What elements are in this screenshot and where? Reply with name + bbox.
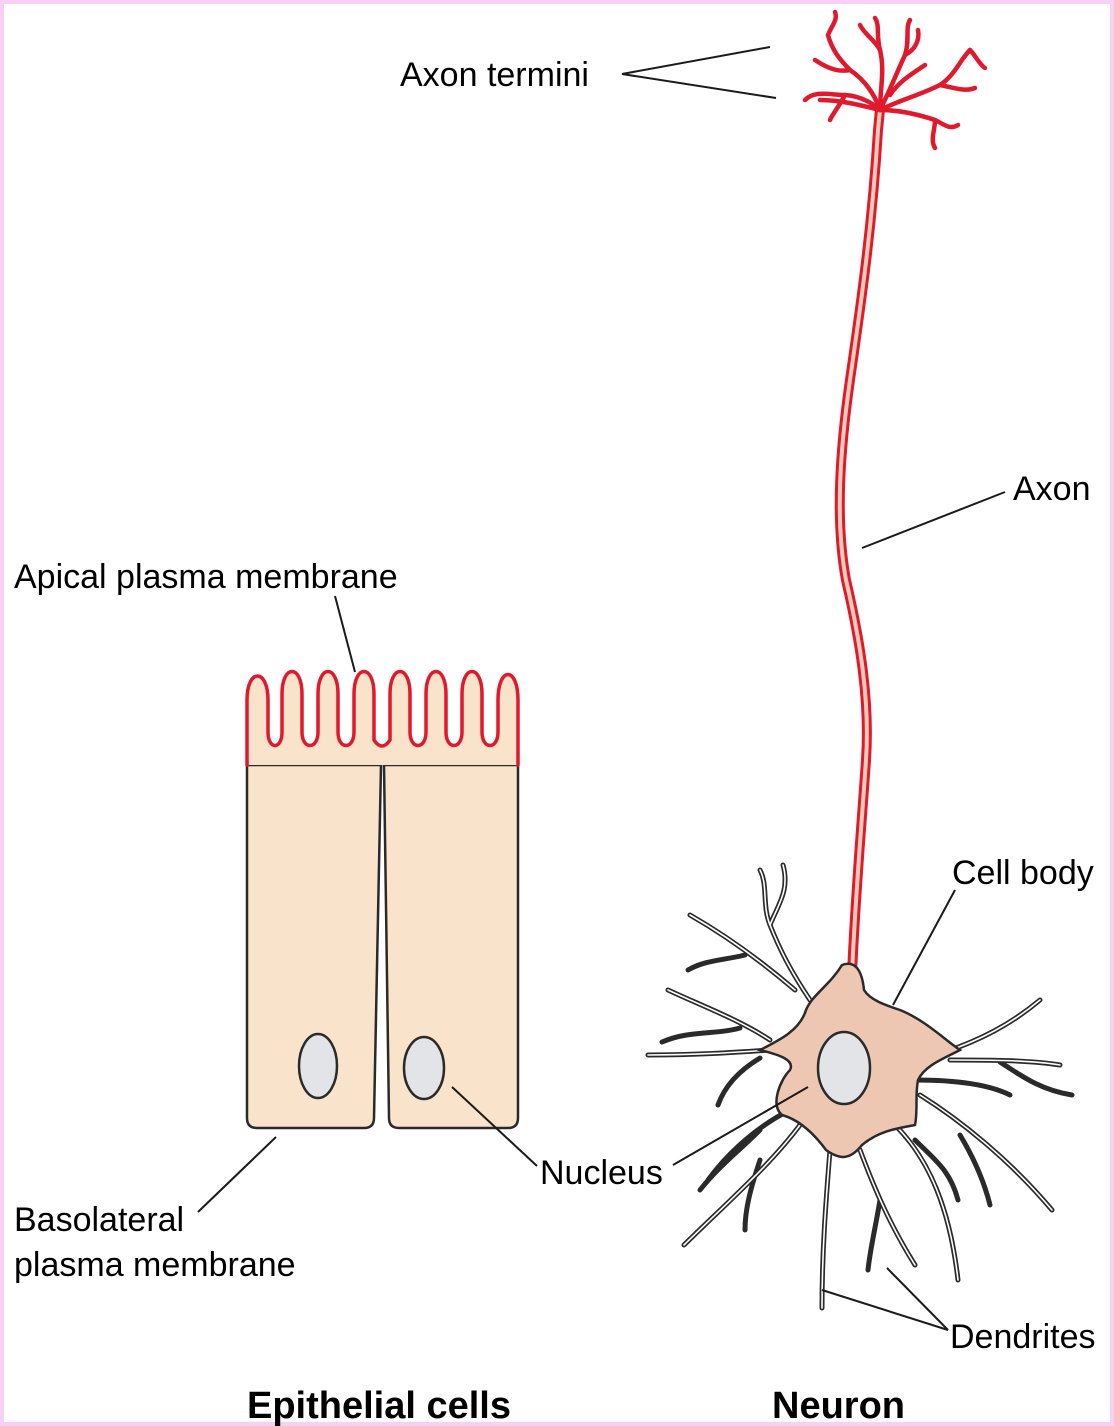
epithelial-nucleus-left — [299, 1034, 337, 1098]
apical-region-fill — [247, 672, 518, 766]
caption-epithelial-cells: Epithelial cells — [247, 1385, 511, 1426]
axon-termini — [805, 12, 985, 148]
label-dendrites: Dendrites — [950, 1318, 1096, 1356]
label-nucleus: Nucleus — [540, 1154, 663, 1192]
label-cell-body: Cell body — [952, 854, 1094, 892]
caption-neuron: Neuron — [772, 1385, 905, 1426]
neuron-nucleus — [818, 1032, 870, 1104]
epithelial-nucleus-right — [404, 1037, 444, 1099]
label-axon: Axon — [1013, 470, 1091, 508]
label-axon-termini: Axon termini — [400, 56, 589, 94]
epithelial-cells — [247, 672, 518, 1129]
label-basolateral-line2: plasma membrane — [14, 1246, 296, 1284]
label-basolateral-line1: Basolateral — [14, 1201, 184, 1239]
label-apical-plasma-membrane: Apical plasma membrane — [14, 558, 398, 596]
neuron — [648, 12, 1072, 1308]
